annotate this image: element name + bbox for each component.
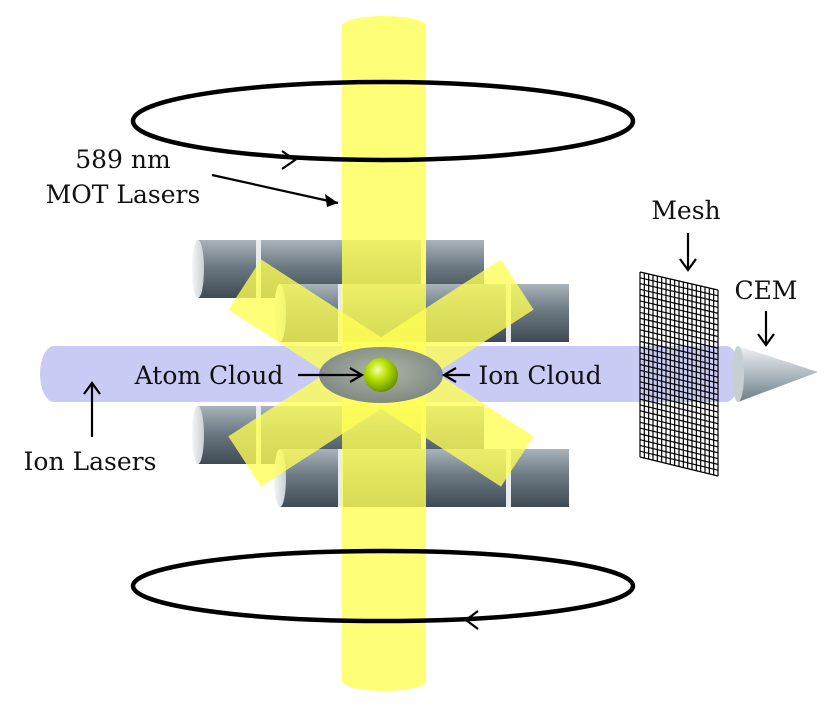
arrow-mot-lasers bbox=[211, 173, 339, 207]
mesh-wire bbox=[639, 311, 719, 332]
mesh-wire bbox=[639, 335, 719, 355]
atom-cloud bbox=[364, 358, 398, 392]
mesh-wire bbox=[639, 306, 719, 326]
mesh-wire bbox=[639, 282, 719, 303]
mesh-wire bbox=[639, 358, 719, 378]
mesh-wire bbox=[639, 363, 719, 384]
arrow-cem bbox=[757, 311, 775, 347]
mesh-wire bbox=[639, 323, 719, 343]
cem-cone bbox=[738, 346, 818, 402]
mesh-grid bbox=[639, 271, 719, 477]
mesh-wire bbox=[639, 329, 719, 349]
upper-coil bbox=[130, 79, 636, 170]
mesh-wire bbox=[639, 294, 719, 314]
mesh-wire bbox=[639, 392, 719, 413]
mesh-wire bbox=[639, 439, 719, 460]
atom-cloud-label: Atom Cloud bbox=[134, 361, 284, 390]
ion-lasers-label: Ion Lasers bbox=[24, 447, 157, 476]
mesh-wire bbox=[639, 427, 719, 448]
mesh-wire bbox=[639, 433, 719, 454]
mesh-wire bbox=[639, 381, 719, 402]
arrow-ion-lasers bbox=[83, 381, 101, 437]
mesh-wire bbox=[639, 410, 719, 431]
mesh-wire bbox=[639, 387, 719, 407]
mesh-wire bbox=[639, 340, 719, 361]
ion-cloud-label: Ion Cloud bbox=[478, 361, 601, 390]
arrow-atom-cloud bbox=[298, 367, 365, 383]
lower-coil bbox=[130, 548, 636, 630]
mesh-wire bbox=[639, 352, 719, 372]
mesh-wire bbox=[639, 404, 719, 425]
mesh-wire bbox=[639, 398, 719, 419]
mesh-label: Mesh bbox=[651, 196, 720, 225]
mesh-wire bbox=[639, 415, 719, 436]
cem-label: CEM bbox=[735, 276, 798, 305]
arrow-mesh bbox=[679, 233, 697, 272]
arrow-ion-cloud bbox=[441, 367, 470, 383]
mesh-wire bbox=[639, 369, 719, 390]
mesh-wire bbox=[639, 346, 719, 367]
mot-lasers-label-line1: 589 nm bbox=[75, 145, 171, 174]
mot-lasers-label-line2: MOT Lasers bbox=[46, 180, 201, 209]
mesh-wire bbox=[639, 450, 719, 471]
mesh-wire bbox=[639, 300, 719, 320]
mesh-wire bbox=[639, 317, 719, 338]
mesh-wire bbox=[639, 277, 719, 297]
mesh-wire bbox=[639, 288, 719, 309]
mesh-wire bbox=[639, 421, 719, 442]
mesh-wire bbox=[639, 444, 719, 465]
cem-cone-mouth bbox=[732, 346, 744, 402]
mesh-wire bbox=[639, 456, 719, 477]
mesh-wire bbox=[639, 375, 719, 396]
mesh-wire bbox=[639, 271, 719, 291]
